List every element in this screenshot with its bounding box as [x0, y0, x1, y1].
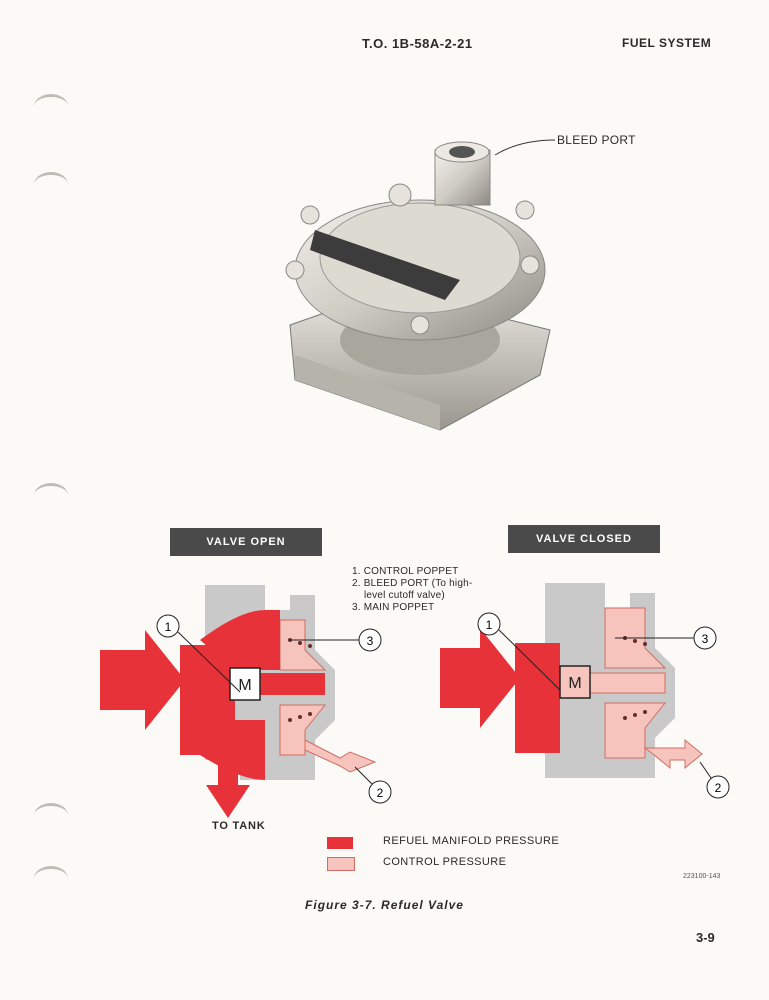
- bleed-port-label: BLEED PORT: [557, 133, 636, 147]
- svg-text:M: M: [238, 677, 251, 694]
- binder-hole: [34, 803, 68, 828]
- svg-text:2: 2: [715, 781, 722, 795]
- valve-open-diagram: M: [100, 585, 377, 818]
- svg-text:2: 2: [377, 786, 384, 800]
- binder-hole: [34, 483, 68, 508]
- key-item-2-cont: level cutoff valve): [364, 590, 445, 601]
- svg-text:1: 1: [486, 618, 493, 632]
- valve-closed-diagram: M: [440, 583, 703, 778]
- legend-label-manifold: REFUEL MANIFOLD PRESSURE: [383, 835, 560, 847]
- open-callouts: 1 3 2: [156, 614, 392, 804]
- legend-swatch-control: [327, 857, 355, 871]
- key-item-1: 1. CONTROL POPPET: [352, 566, 459, 577]
- valve-closed-banner: VALVE CLOSED: [508, 525, 660, 553]
- key-item-2: 2. BLEED PORT (To high-: [352, 578, 473, 589]
- svg-text:M: M: [568, 675, 581, 692]
- svg-text:3: 3: [702, 632, 709, 646]
- binder-hole: [34, 172, 68, 197]
- page-number: 3-9: [696, 930, 715, 945]
- figure-caption: Figure 3-7. Refuel Valve: [305, 898, 464, 912]
- legend-swatch-manifold: [327, 837, 353, 849]
- drawing-number: 223100-143: [683, 873, 721, 880]
- bleed-port-leader: [494, 139, 556, 156]
- legend-label-control: CONTROL PRESSURE: [383, 856, 507, 868]
- key-item-3: 3. MAIN POPPET: [352, 602, 435, 613]
- key-list: 1. CONTROL POPPET 2. BLEED PORT (To high…: [352, 566, 472, 614]
- valve-open-banner: VALVE OPEN: [170, 528, 322, 556]
- to-tank-label: TO TANK: [212, 820, 266, 832]
- tech-order-number: T.O. 1B-58A-2-21: [362, 36, 473, 51]
- refuel-valve-photo: [285, 141, 551, 431]
- section-title: FUEL SYSTEM: [622, 36, 712, 50]
- closed-callouts: 1 3 2: [477, 612, 730, 799]
- svg-text:1: 1: [165, 620, 172, 634]
- binder-hole: [34, 866, 68, 891]
- svg-text:3: 3: [367, 634, 374, 648]
- binder-hole: [34, 94, 68, 119]
